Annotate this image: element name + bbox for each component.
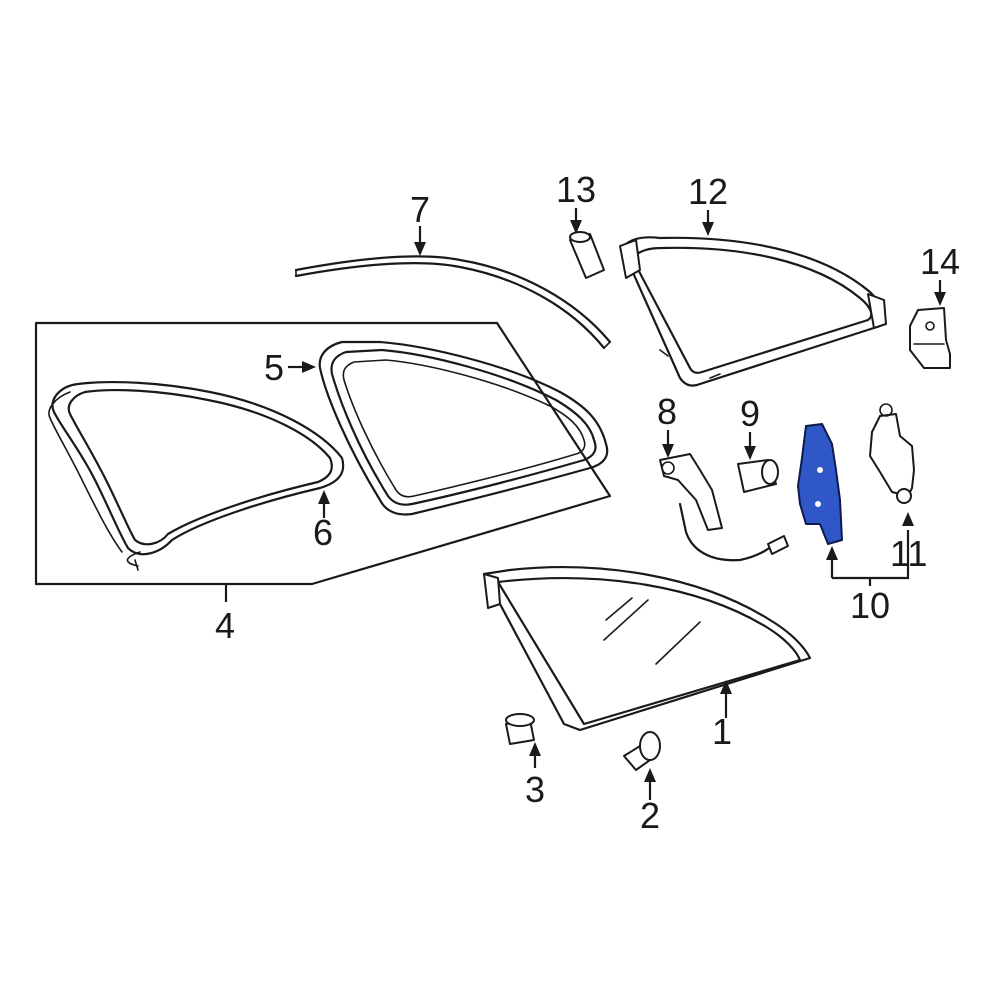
callout-9: 9 <box>740 393 760 434</box>
part-1-quarter-glass[interactable] <box>482 566 812 732</box>
callout-11: 11 <box>890 533 927 574</box>
callout-8: 8 <box>657 391 677 432</box>
callout-7: 7 <box>410 189 430 230</box>
part-14-bracket[interactable] <box>909 307 951 369</box>
callout-5: 5 <box>264 347 284 388</box>
part-9-grommet[interactable] <box>737 459 779 493</box>
callout-12: 12 <box>688 171 728 212</box>
part-10-bracket-highlighted[interactable] <box>797 423 843 545</box>
part-5-inner-seal[interactable] <box>318 340 609 516</box>
part-11-bracket[interactable] <box>869 403 915 504</box>
part-12-frame[interactable] <box>619 236 887 387</box>
seal-kit-box <box>34 321 612 586</box>
callout-13: 13 <box>556 169 596 210</box>
callout-leaders <box>224 208 946 800</box>
callout-14: 14 <box>920 241 960 282</box>
callout-3: 3 <box>525 769 545 810</box>
part-6-quarter-seal[interactable] <box>48 380 345 571</box>
part-3-spacer[interactable] <box>505 713 535 745</box>
callout-10: 10 <box>850 585 890 626</box>
callout-6: 6 <box>313 512 333 553</box>
part-8-regulator[interactable] <box>659 453 789 562</box>
callout-4: 4 <box>215 605 235 646</box>
part-7-molding[interactable] <box>294 255 612 350</box>
part-2-stud[interactable] <box>623 731 661 771</box>
callout-1: 1 <box>712 711 732 752</box>
part-13-bushing[interactable] <box>569 231 605 279</box>
callout-2: 2 <box>640 795 660 836</box>
